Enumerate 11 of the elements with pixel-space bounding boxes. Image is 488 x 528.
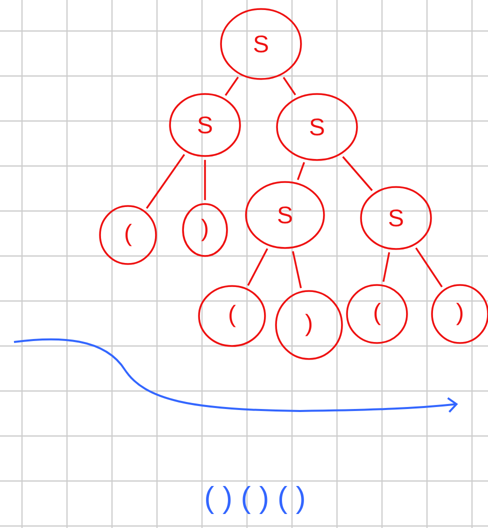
tree-edge [382,252,390,282]
tree-edge [224,76,239,96]
tree-edge [415,247,443,288]
tree-edge [247,248,268,286]
tree-edge [296,162,306,180]
tree-edge [342,156,373,192]
parenthesis-string: ( ) ( ) ( ) [206,486,304,514]
tree-edge [282,76,296,96]
tree-edge [204,160,206,200]
tree-edge [146,154,186,209]
tree-edge [292,251,302,288]
